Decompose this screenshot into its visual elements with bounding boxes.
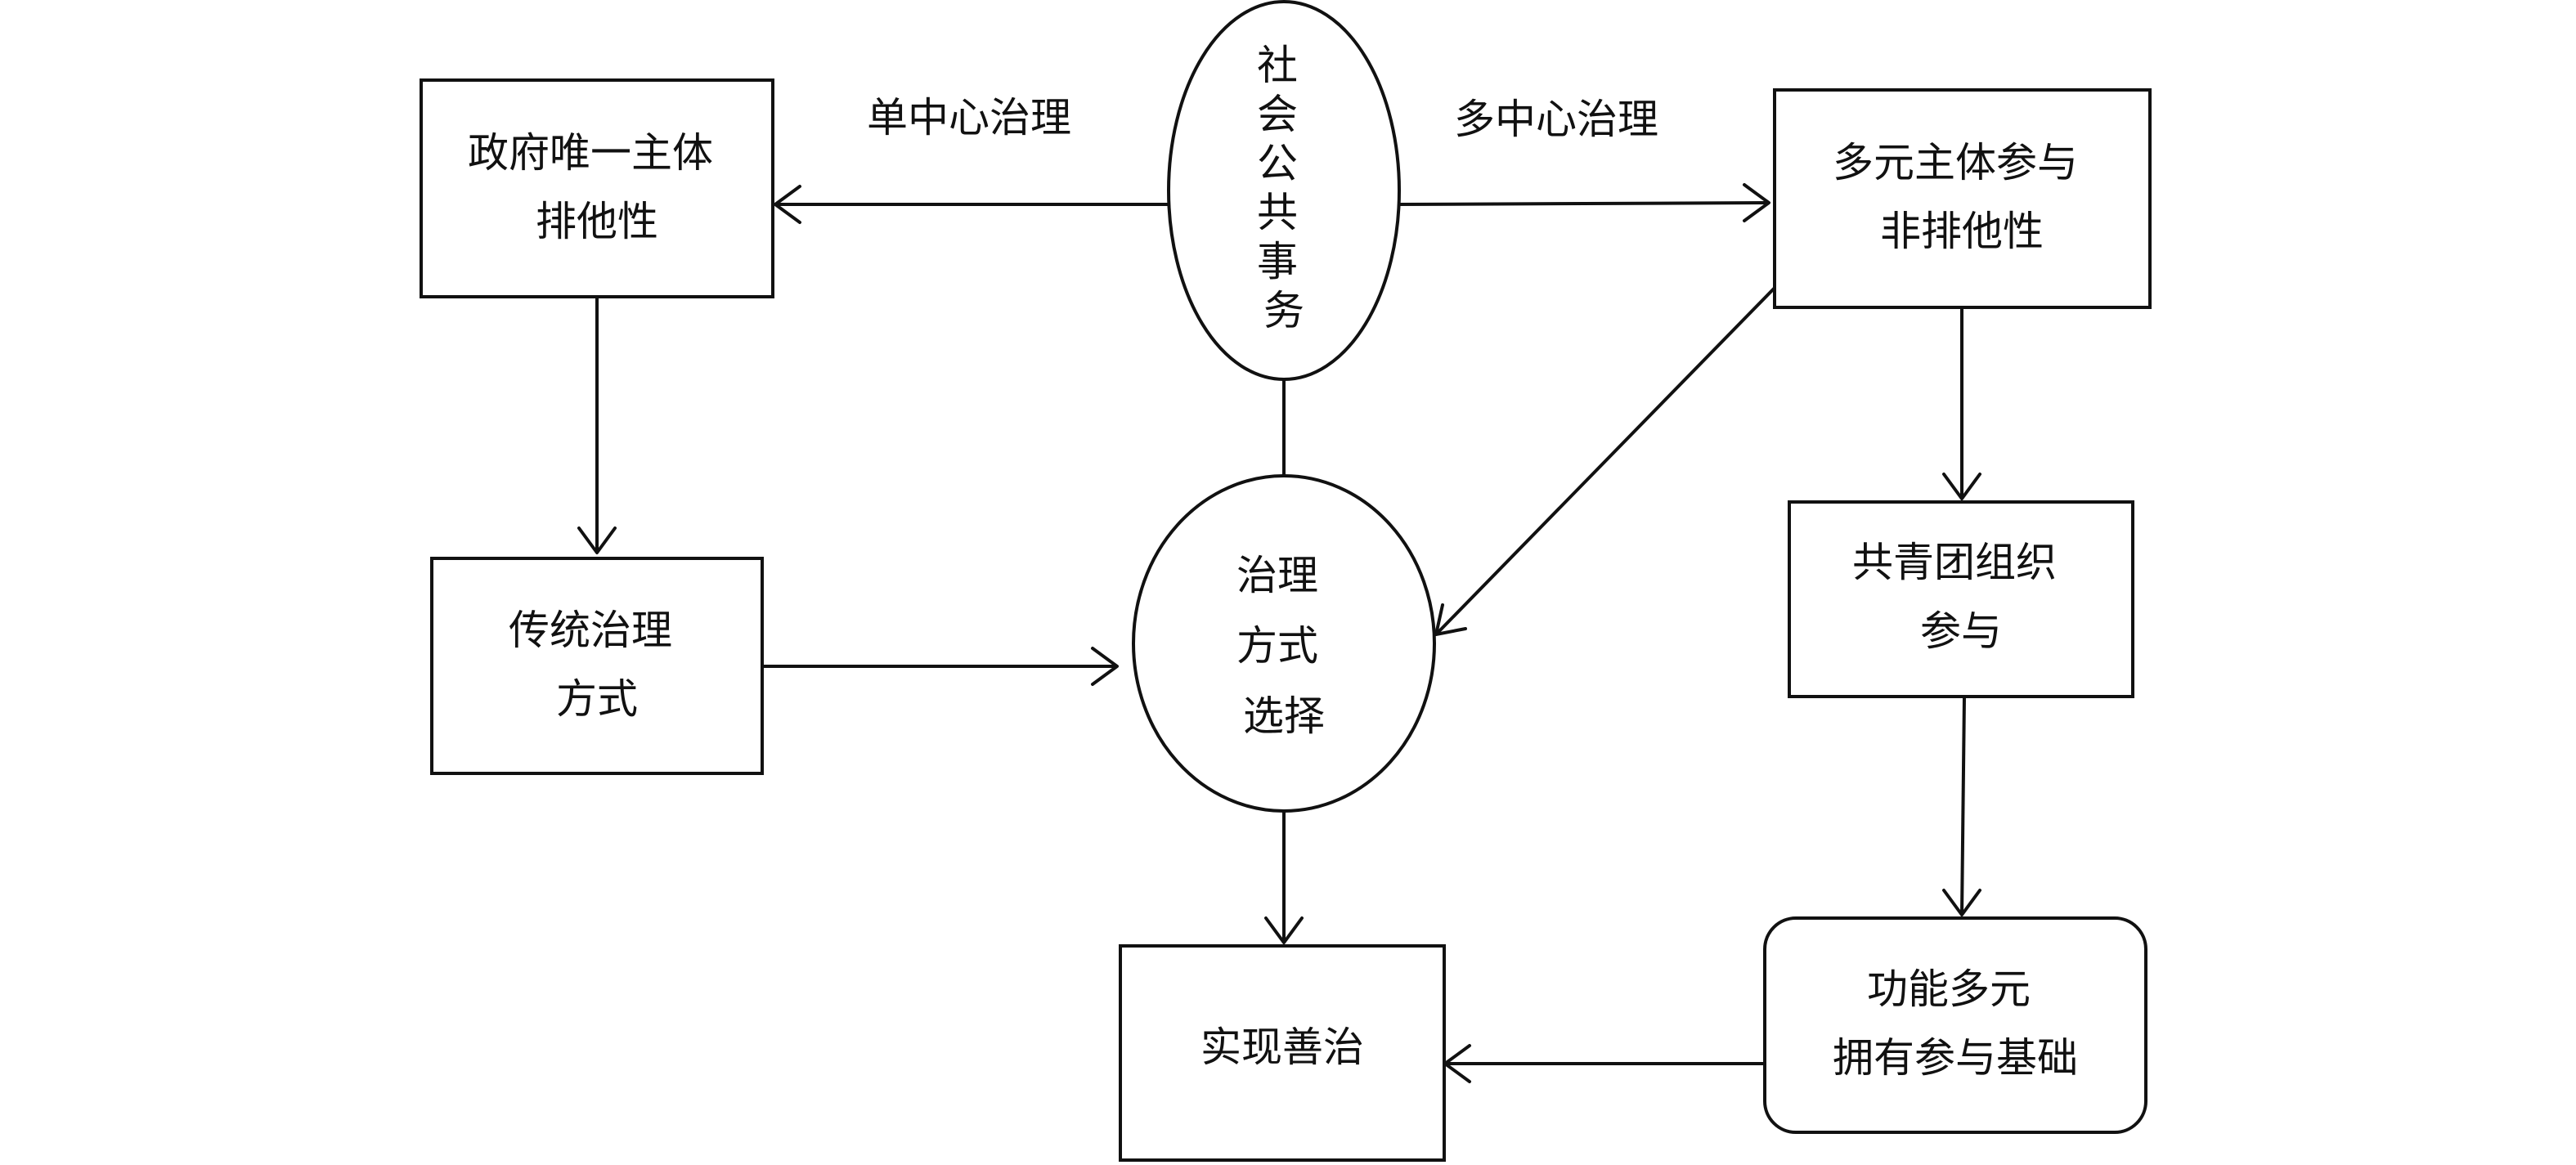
governance-choice-circle: [1132, 474, 1436, 813]
public-affairs-line-3: 公: [1257, 140, 1298, 187]
governance-choice-line-2: 方式: [1236, 622, 1318, 670]
government-subject-text: 政府唯一主体 排他性: [468, 129, 726, 245]
arrowhead-down-icon: [1264, 916, 1304, 944]
functional-diversity-text: 功能多元 拥有参与基础: [1833, 966, 2078, 1082]
traditional-governance-line-2: 方式: [556, 675, 638, 723]
traditional-governance-text: 传统治理 方式: [509, 607, 685, 723]
youth-league-participation-text: 共青团组织 参与: [1852, 539, 2070, 655]
multi-subject-line-1: 多元主体参与: [1833, 139, 2078, 186]
multi-subject-text: 多元主体参与 非排他性: [1833, 139, 2091, 255]
government-subject-line-1: 政府唯一主体: [468, 129, 713, 177]
functional-diversity-line-2: 拥有参与基础: [1833, 1034, 2078, 1082]
youth-league-line-2: 参与: [1920, 607, 2002, 655]
public-affairs-line-2: 会: [1257, 91, 1298, 138]
arrowhead-down-icon: [577, 526, 617, 554]
single-center-governance-label: 单中心治理: [867, 94, 1071, 141]
arrowhead-down-icon: [1942, 889, 1981, 916]
arrowhead-right-icon: [1743, 183, 1770, 222]
public-affairs-line-1: 社: [1257, 42, 1298, 89]
public-affairs-line-4: 共: [1257, 189, 1298, 236]
good-governance-box: [1119, 944, 1446, 1162]
public-affairs-line-5: 事: [1257, 238, 1298, 285]
public-affairs-line-6: 务: [1263, 287, 1304, 334]
connector-public-affairs-to-multi: [1398, 201, 1770, 206]
good-governance-text: 实现善治: [1200, 1024, 1364, 1071]
government-subject-line-2: 排他性: [536, 198, 658, 245]
multi-subject-line-2: 非排他性: [1880, 208, 2044, 255]
governance-choice-text: 治理 方式 选择: [1236, 552, 1331, 740]
multi-center-governance-label: 多中心治理: [1454, 96, 1658, 143]
functional-diversity-line-1: 功能多元: [1867, 966, 2031, 1013]
arrowhead-diagonal-icon: [1434, 603, 1467, 636]
functional-diversity-box: [1763, 916, 2147, 1134]
public-affairs-ellipse: [1167, 0, 1401, 381]
arrowhead-left-icon: [774, 185, 801, 224]
youth-league-line-1: 共青团组织: [1852, 539, 2057, 586]
traditional-governance-box: [430, 557, 764, 775]
multi-subject-box: [1773, 88, 2152, 309]
governance-choice-line-3: 选择: [1243, 692, 1325, 740]
governance-choice-line-1: 治理: [1236, 552, 1318, 599]
public-affairs-text: 社 会 公 共 事 务: [1257, 42, 1311, 334]
youth-league-participation-box: [1788, 500, 2134, 698]
government-subject-box: [420, 78, 774, 298]
arrowhead-down-icon: [1942, 473, 1981, 500]
connector-multi-to-choice: [1434, 283, 1779, 636]
arrowhead-right-icon: [1091, 647, 1119, 686]
traditional-governance-line-1: 传统治理: [509, 607, 672, 654]
connector-youth-league-to-function: [1960, 696, 1966, 916]
good-governance-line-1: 实现善治: [1200, 1024, 1364, 1071]
